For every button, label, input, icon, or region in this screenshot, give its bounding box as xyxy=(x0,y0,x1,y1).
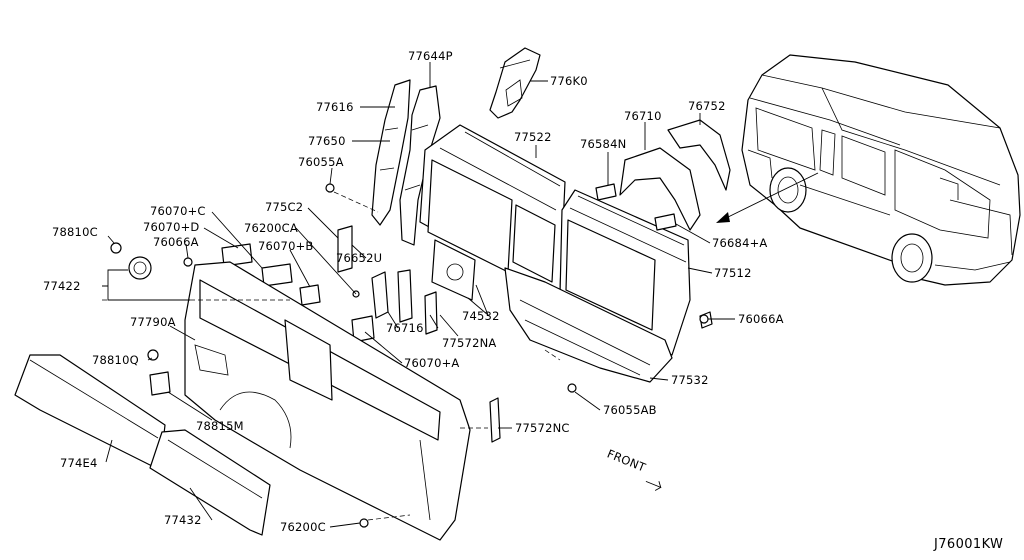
label-77650: 77650 xyxy=(308,134,346,148)
van-illustration xyxy=(716,54,1021,286)
label-77522: 77522 xyxy=(514,130,552,144)
part-trim-774e4 xyxy=(14,354,166,471)
label-77644p: 77644P xyxy=(408,49,453,63)
label-76070c: 76070+C xyxy=(150,204,206,218)
part-upper-pillar xyxy=(489,47,541,119)
label-76070a: 76070+A xyxy=(404,356,460,370)
label-76716: 76716 xyxy=(386,321,424,335)
label-76055ab: 76055AB xyxy=(603,403,657,417)
part-clips-76070 xyxy=(221,243,321,306)
diagram-code: J76001KW xyxy=(933,537,1003,552)
label-76055a: 76055A xyxy=(298,155,344,169)
front-direction-indicator: FRONT xyxy=(605,447,662,491)
front-arrow-icon xyxy=(645,480,662,491)
assembly-lines xyxy=(102,191,561,521)
label-76652u: 76652U xyxy=(336,251,382,265)
label-77572na: 77572NA xyxy=(442,336,496,350)
label-78810q: 78810Q xyxy=(92,353,139,367)
part-cap xyxy=(110,242,152,280)
part-inner-panel-upper xyxy=(419,124,566,291)
label-76200ca: 76200CA xyxy=(244,221,298,235)
label-77512: 77512 xyxy=(714,266,752,280)
label-76070b: 76070+B xyxy=(258,239,314,253)
leader-lines xyxy=(102,62,735,528)
part-side-pillar xyxy=(371,79,441,246)
label-77616: 77616 xyxy=(316,100,354,114)
label-77422: 77422 xyxy=(43,279,81,293)
label-76584n: 76584N xyxy=(580,137,626,151)
label-76752: 76752 xyxy=(688,99,726,113)
label-774e4: 774E4 xyxy=(60,456,98,470)
label-76200c: 76200C xyxy=(280,520,326,534)
label-77572nc: 77572NC xyxy=(515,421,570,435)
label-76066a-right: 76066A xyxy=(738,312,784,326)
part-inner-panel-lower xyxy=(559,189,691,356)
label-76070d: 76070+D xyxy=(143,220,199,234)
part-bracket-74532 xyxy=(431,239,476,301)
label-76066a-left: 76066A xyxy=(153,235,199,249)
part-fuel-lid xyxy=(147,349,171,396)
part-trim-77432 xyxy=(149,429,271,536)
label-77532: 77532 xyxy=(671,373,709,387)
label-78815m: 78815M xyxy=(196,419,244,433)
label-76684a: 76684+A xyxy=(712,236,768,250)
part-outer-side-panel xyxy=(184,261,471,541)
part-floor-panel xyxy=(504,267,673,383)
label-77432: 77432 xyxy=(164,513,202,527)
front-label: FRONT xyxy=(605,447,648,475)
label-76710: 76710 xyxy=(624,109,662,123)
label-77790a: 77790A xyxy=(130,315,176,329)
label-775c2: 775C2 xyxy=(265,200,303,214)
label-776k0: 776K0 xyxy=(550,74,588,88)
label-74532: 74532 xyxy=(462,309,500,323)
label-78810c: 78810C xyxy=(52,225,98,239)
part-number-labels: 77644P 776K0 77616 77650 76055A 77522 76… xyxy=(43,49,784,534)
